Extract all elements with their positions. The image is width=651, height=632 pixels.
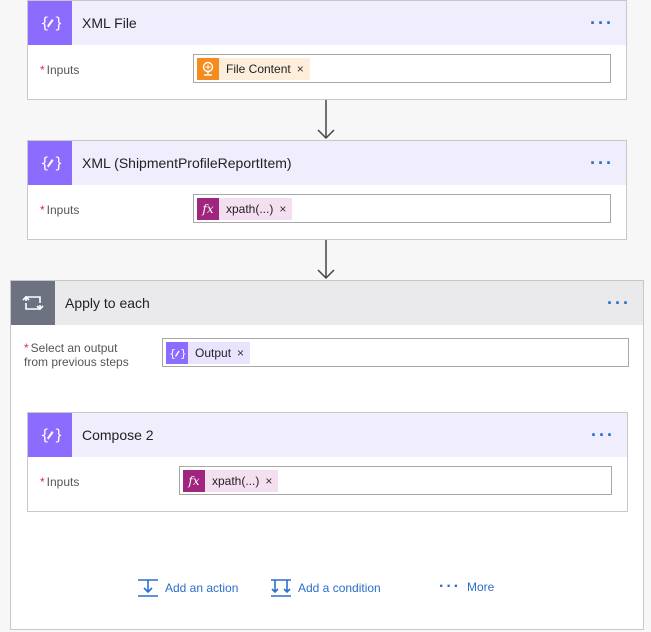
step-title: XML (ShipmentProfileReportItem) [82,155,292,171]
token-label: File Content [226,61,291,76]
more-options-button[interactable]: ··· [607,293,631,313]
step-card-compose-2: { } Compose 2 ··· *Inputs fx xpath(...) … [27,412,628,512]
compose-icon: { } [166,341,188,364]
flow-arrow [317,100,335,140]
inputs-field[interactable]: fx xpath(...) × [193,194,611,223]
add-action-icon [138,579,158,597]
svg-text:}: } [54,14,61,32]
step-card-xml-file: { } XML File ··· *Inputs File Content × [27,0,627,100]
add-action-button[interactable]: Add an action [137,578,238,598]
svg-text:}: } [54,426,61,444]
add-condition-label: Add a condition [298,581,381,595]
fx-icon: fx [183,469,205,492]
inputs-field[interactable]: File Content × [193,54,611,83]
inputs-field[interactable]: fx xpath(...) × [179,466,612,495]
more-options-button[interactable]: ··· [590,153,614,173]
more-dots-icon: ··· [439,578,461,595]
svg-text:}: } [180,347,185,360]
step-title: Compose 2 [82,427,154,443]
expression-token[interactable]: fx xpath(...) × [197,197,293,220]
expression-token[interactable]: fx xpath(...) × [183,469,279,492]
loop-title: Apply to each [65,295,150,311]
step-header[interactable]: { } XML (ShipmentProfileReportItem) ··· [28,141,626,185]
svg-text:{: { [40,14,50,32]
loop-icon [22,295,44,311]
remove-token-icon[interactable]: × [265,473,273,488]
more-label: More [466,580,495,594]
select-output-field[interactable]: { } Output × [162,338,629,367]
compose-icon: { } [40,426,61,444]
dynamic-content-token[interactable]: { } Output × [166,341,251,364]
compose-icon: { } [40,14,61,32]
ftp-icon [197,57,219,80]
compose-tile: { } [28,141,72,185]
add-condition-button[interactable]: Add a condition [270,578,381,598]
fx-icon: fx [197,197,219,220]
loop-tile [11,281,55,325]
step-header[interactable]: { } XML File ··· [28,1,626,45]
more-button[interactable]: ··· More [439,578,494,596]
remove-token-icon[interactable]: × [237,345,245,360]
more-options-button[interactable]: ··· [591,425,615,445]
token-label: xpath(...) [212,473,260,488]
token-label: Output [195,345,232,360]
apply-to-each-card: Apply to each ··· *Select an output from… [10,280,644,630]
svg-text:{: { [169,347,176,360]
select-output-label: *Select an output from previous steps [24,341,129,369]
loop-header[interactable]: Apply to each ··· [11,281,643,325]
compose-tile: { } [28,413,72,457]
step-title: XML File [82,15,137,31]
dynamic-content-token[interactable]: File Content × [197,57,310,80]
inputs-label: *Inputs [40,475,80,489]
remove-token-icon[interactable]: × [296,61,304,76]
compose-tile: { } [28,1,72,45]
svg-text:{: { [40,154,50,172]
svg-text:{: { [40,426,50,444]
inputs-label: *Inputs [40,63,80,77]
step-card-xml-shipment: { } XML (ShipmentProfileReportItem) ··· … [27,140,627,240]
inputs-label: *Inputs [40,203,80,217]
remove-token-icon[interactable]: × [279,201,287,216]
compose-icon: { } [40,154,61,172]
svg-text:}: } [54,154,61,172]
flow-arrow [317,240,335,280]
token-label: xpath(...) [226,201,274,216]
add-condition-icon [271,579,291,597]
add-action-label: Add an action [165,581,239,595]
step-header[interactable]: { } Compose 2 ··· [28,413,627,457]
more-options-button[interactable]: ··· [590,13,614,33]
